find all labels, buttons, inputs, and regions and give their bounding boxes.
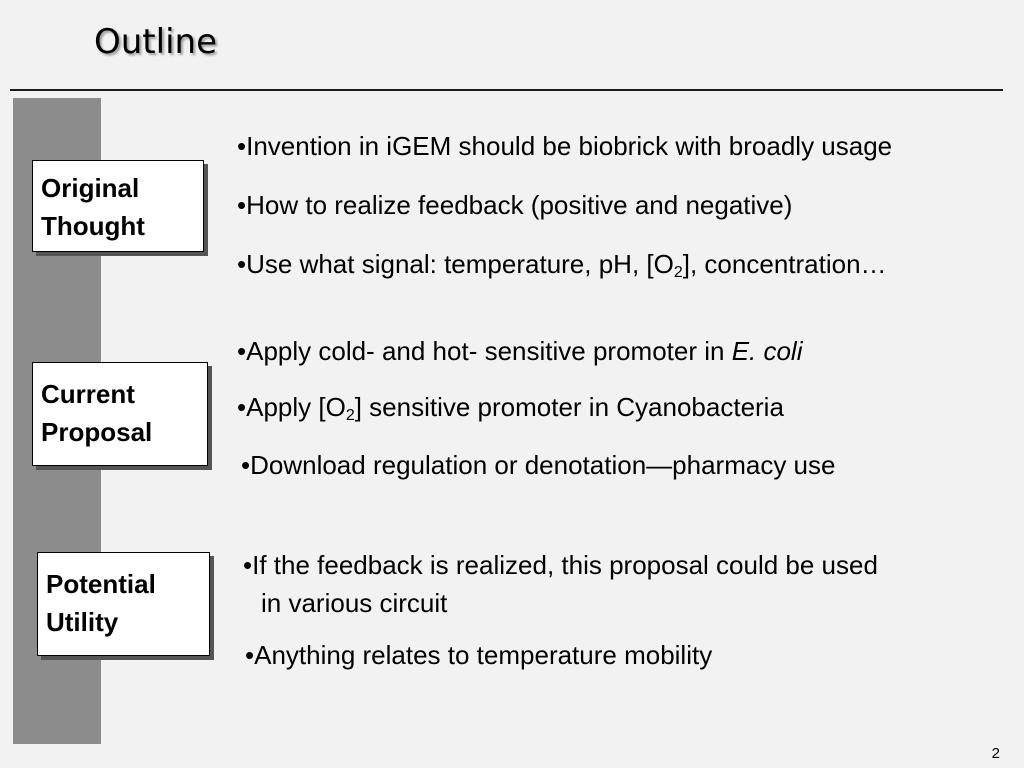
slide-title: Outline — [94, 22, 218, 62]
bullet-current-3: •Download regulation or denotation—pharm… — [241, 450, 836, 480]
bullet-original-2: •How to realize feedback (positive and n… — [237, 190, 793, 220]
subscript: 2 — [673, 264, 683, 281]
bullet-text: ] sensitive promoter in Cyanobacteria — [354, 392, 784, 422]
bullet-text: •If the feedback is realized, this propo… — [243, 550, 878, 580]
bullet-potential-2: •Anything relates to temperature mobilit… — [245, 640, 713, 670]
bullet-text: •Apply cold- and hot- sensitive promoter… — [237, 336, 732, 366]
section-potential-utility: Potential Utility — [37, 552, 210, 656]
bullet-potential-1: •If the feedback is realized, this propo… — [243, 546, 878, 622]
bullet-current-1: •Apply cold- and hot- sensitive promoter… — [237, 336, 803, 367]
section-label-line2: Utility — [46, 607, 119, 637]
bullet-text: •Apply [O — [237, 392, 346, 422]
bullet-text: •Use what signal: temperature, pH, [O — [237, 249, 674, 279]
section-label-line1: Current — [41, 379, 135, 409]
bullet-text-continued: in various circuit — [261, 588, 448, 618]
section-original-thought: Original Thought — [32, 160, 204, 252]
bullet-current-2: •Apply [O2] sensitive promoter in Cyanob… — [237, 392, 784, 425]
section-label-line1: Original — [41, 173, 140, 203]
bullet-original-1: •Invention in iGEM should be biobrick wi… — [237, 131, 893, 161]
section-label-line2: Thought — [41, 211, 145, 241]
bullet-text: ], concentration… — [682, 249, 887, 279]
page-number: 2 — [991, 745, 1000, 762]
bullet-italic: E. coli — [731, 336, 803, 366]
bullet-original-3: •Use what signal: temperature, pH, [O2],… — [237, 249, 887, 282]
section-current-proposal: Current Proposal — [32, 362, 208, 466]
section-label-line2: Proposal — [41, 417, 153, 447]
subscript: 2 — [345, 407, 355, 424]
title-divider — [10, 89, 1003, 91]
section-label-line1: Potential — [46, 569, 156, 599]
